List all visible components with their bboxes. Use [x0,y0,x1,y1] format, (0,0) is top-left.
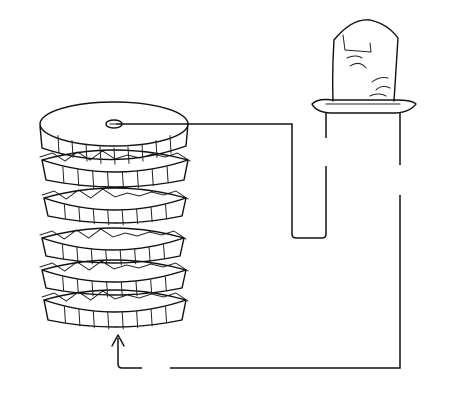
disc-4 [39,227,187,266]
disc-tick [105,250,108,266]
disc-face [41,149,189,173]
wire-positive [117,112,401,369]
wire-negative [116,112,327,239]
disc-tick [166,166,169,184]
disc-tick [120,282,123,298]
disc-face [43,187,187,211]
disc-tick [135,281,138,297]
disc-tick [165,306,168,324]
disc-tick [91,281,94,297]
top-disc-tick [127,146,130,164]
top-disc-face [39,101,189,147]
disc-face [41,227,185,251]
disc-side [43,197,187,224]
disc-tick [63,306,66,324]
disc-side [41,237,185,264]
top-disc-tick [85,144,88,162]
disc-tick [121,172,124,190]
filament [342,34,372,69]
minus-marker [312,138,340,166]
wires [111,112,401,369]
disc-6 [41,289,189,330]
disc-tick [107,312,110,330]
disc-3 [41,187,189,226]
disc-tick [119,250,122,266]
disc-tick [150,207,153,223]
disc-tick [76,247,79,263]
glass-highlight [369,77,391,97]
arrow-head [111,334,125,347]
top-disc-tick [141,144,144,162]
disc-face [43,289,187,313]
disc-side [41,269,187,296]
disc-tick [121,210,124,226]
disc-tick [78,207,81,223]
disc-tick [150,309,153,327]
top-disc-side [39,123,189,161]
disc-2 [39,149,191,190]
disc-5 [39,259,189,298]
disc-rough-edge [41,188,189,200]
disc-tick [92,209,95,225]
disc-tick [164,276,167,292]
bulb-outline [331,19,399,102]
small-plus-marker [143,361,169,375]
top-disc [39,101,189,165]
top-disc-tick [99,146,102,164]
plus-marker-ring [385,165,415,195]
disc-tick [77,169,80,187]
disc-pile [39,149,191,330]
lamp [311,19,417,114]
disc-tick [163,244,166,260]
disc-tick [78,309,81,327]
top-disc-tick [71,140,74,159]
disc-tick [92,171,95,189]
disc-tick [165,204,168,220]
disc-tick [106,282,109,298]
top-disc-ticks [57,135,172,165]
disc-tick [62,276,65,292]
lamp-base [311,98,417,114]
disc-rough-edge [39,228,187,240]
disc-tick [136,311,139,329]
disc-tick [76,279,79,295]
disc-tick [107,172,110,190]
disc-side [41,159,189,188]
disc-tick [107,210,110,226]
disc-side [43,299,187,328]
disc-tick [150,279,153,295]
plus-marker [385,165,415,195]
disc-rough-edge [41,290,189,302]
top-disc-tick [155,140,158,159]
top-disc-tick [169,135,172,154]
minus-marker-ring [312,138,340,166]
disc-tick [136,171,139,189]
disc-tick [121,312,124,330]
disc-tick [62,166,65,184]
top-disc-tick [57,135,60,154]
disc-tick [134,249,137,265]
disc-tick [90,249,93,265]
small-plus-ring [143,361,169,375]
disc-tick [92,311,95,329]
disc-tick [151,169,154,187]
top-terminal [105,119,123,129]
disc-tick [136,209,139,225]
top-disc-tick [113,147,116,165]
disc-tick [61,244,64,260]
disc-tick [63,204,66,220]
disc-tick [148,247,151,263]
disc-rough-edge [39,260,189,272]
